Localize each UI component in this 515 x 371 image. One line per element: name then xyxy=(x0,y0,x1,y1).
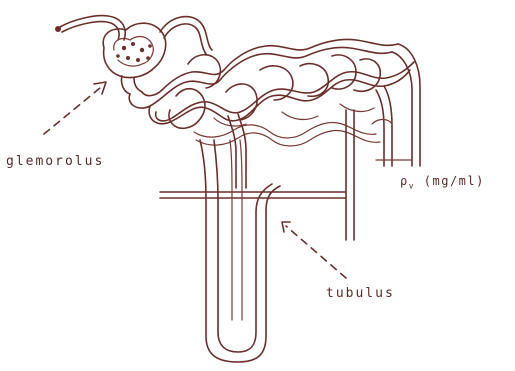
loop-of-henle xyxy=(200,114,280,362)
glomerulus xyxy=(103,23,165,94)
concentration-label: ρv (mg/ml) xyxy=(400,174,485,190)
convoluted-tubule-network xyxy=(129,39,414,146)
connecting-vessel xyxy=(160,192,346,198)
concentration-unit: (mg/ml) xyxy=(415,174,485,188)
efferent-vessel xyxy=(160,17,212,54)
tubulus-arrow xyxy=(282,222,346,278)
glomerulus-arrow xyxy=(44,82,106,134)
afferent-vessel xyxy=(55,16,125,40)
concentration-symbol: ρ xyxy=(400,174,409,188)
glomerulus-label: glemorolus xyxy=(6,154,104,169)
collecting-ducts xyxy=(346,44,420,240)
tubulus-label: tubulus xyxy=(326,286,395,301)
